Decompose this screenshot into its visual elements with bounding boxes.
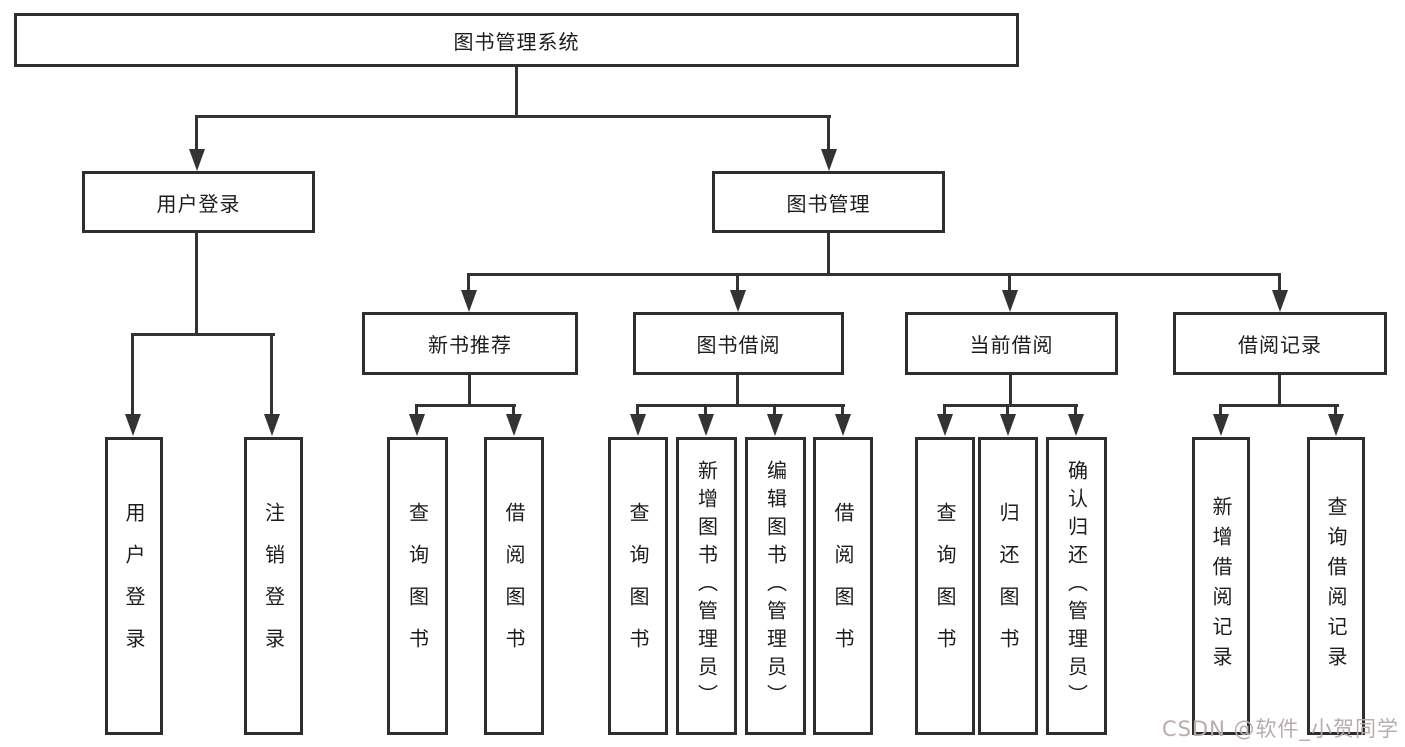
node-label: 图书管理 — [786, 191, 871, 216]
connector-leaf — [415, 404, 418, 416]
leaf-label: 新增图书（管理员） — [694, 460, 719, 712]
leaf-label: 归还图书 — [996, 502, 1020, 670]
node-label: 借阅记录 — [1238, 333, 1322, 357]
connector-current-borrowing-elbow — [943, 404, 1078, 407]
connector-to-book-management — [827, 115, 830, 151]
connector-to-new-book — [467, 273, 470, 291]
arrowhead-current-borrowing — [1002, 290, 1018, 312]
connector-to-borrowing-records — [1278, 273, 1281, 291]
connector-level1-elbow — [195, 115, 831, 118]
node-label: 图书管理系统 — [453, 29, 580, 54]
node-label: 用户登录 — [156, 191, 241, 216]
leaf-edit-books-admin: 编辑图书（管理员） — [745, 437, 806, 735]
connector-root-stem — [515, 67, 518, 117]
arrowhead-leaf — [1328, 414, 1344, 436]
leaf-label: 借阅图书 — [831, 502, 855, 670]
node-new-book-recommendation: 新书推荐 — [362, 312, 578, 375]
leaf-query-books-recommend: 查询图书 — [387, 437, 448, 735]
node-book-management-system: 图书管理系统 — [14, 13, 1019, 67]
connector-to-leaf-user-login — [131, 333, 134, 416]
leaf-query-borrow-record: 查询借阅记录 — [1307, 437, 1365, 735]
arrowhead-user-login — [189, 149, 205, 171]
leaf-label: 查询借阅记录 — [1324, 496, 1348, 676]
connector-leaf — [1006, 404, 1009, 416]
leaf-label: 查询图书 — [626, 502, 650, 670]
connector-book-borrowing-elbow — [636, 404, 845, 407]
leaf-label: 借阅图书 — [502, 502, 526, 670]
leaf-label: 确认归还（管理员） — [1064, 460, 1089, 712]
leaf-add-books-admin: 新增图书（管理员） — [676, 437, 737, 735]
arrowhead-book-management — [821, 149, 837, 171]
connector-current-borrowing-stem — [1009, 375, 1012, 406]
connector-leaf — [1074, 404, 1077, 416]
node-label: 新书推荐 — [428, 333, 512, 357]
connector-leaf — [943, 404, 946, 416]
leaf-logout: 注销登录 — [244, 437, 303, 735]
connector-book-borrowing-stem — [736, 375, 739, 406]
connector-book-management-stem — [827, 233, 830, 275]
connector-leaf — [1219, 404, 1222, 416]
connector-new-book-stem — [468, 375, 471, 406]
leaf-add-borrow-record: 新增借阅记录 — [1192, 437, 1250, 735]
node-label: 当前借阅 — [969, 333, 1054, 357]
leaf-return-books: 归还图书 — [978, 437, 1038, 735]
connector-leaf — [512, 404, 515, 416]
leaf-label: 编辑图书（管理员） — [763, 460, 788, 712]
arrowhead-leaf-user-login — [125, 414, 141, 436]
connector-borrowing-records-elbow — [1219, 404, 1339, 407]
arrowhead-leaf — [506, 414, 522, 436]
leaf-borrow-books-borrowing: 借阅图书 — [813, 437, 873, 735]
arrowhead-leaf — [630, 414, 646, 436]
arrowhead-leaf — [835, 414, 851, 436]
leaf-query-books-current: 查询图书 — [915, 437, 975, 735]
arrowhead-leaf — [409, 414, 425, 436]
node-user-login: 用户登录 — [82, 171, 315, 233]
leaf-label: 用户登录 — [122, 502, 146, 670]
arrowhead-leaf — [1000, 414, 1016, 436]
leaf-label: 注销登录 — [261, 502, 286, 670]
arrowhead-leaf — [698, 414, 714, 436]
connector-level3-elbow — [467, 273, 1281, 276]
connector-to-current-borrowing — [1008, 273, 1011, 291]
connector-leaf — [1334, 404, 1337, 416]
connector-leaf — [704, 404, 707, 416]
connector-to-book-borrowing — [736, 273, 739, 291]
connector-to-user-login — [195, 115, 198, 151]
connector-leaf — [841, 404, 844, 416]
arrowhead-leaf — [1213, 414, 1229, 436]
arrowhead-leaf — [937, 414, 953, 436]
arrowhead-book-borrowing — [730, 290, 746, 312]
connector-user-login-stem — [195, 233, 198, 335]
leaf-query-books-borrowing: 查询图书 — [608, 437, 668, 735]
leaf-label: 查询图书 — [933, 502, 957, 670]
arrowhead-leaf-logout — [264, 414, 280, 436]
connector-leaf — [636, 404, 639, 416]
watermark: CSDN @软件_小贺同学 — [1161, 717, 1399, 741]
arrowhead-borrowing-records — [1272, 290, 1288, 312]
arrowhead-leaf — [1068, 414, 1084, 436]
leaf-label: 查询图书 — [405, 502, 430, 670]
node-current-borrowing: 当前借阅 — [905, 312, 1118, 375]
leaf-user-login: 用户登录 — [105, 437, 163, 735]
node-label: 图书借阅 — [696, 333, 781, 357]
connector-borrowing-records-stem — [1278, 375, 1281, 406]
connector-leaf — [773, 404, 776, 416]
leaf-confirm-return-admin: 确认归还（管理员） — [1046, 437, 1107, 735]
connector-to-leaf-logout — [270, 333, 273, 416]
arrowhead-leaf — [767, 414, 783, 436]
leaf-borrow-books-recommend: 借阅图书 — [484, 437, 544, 735]
arrowhead-new-book — [461, 290, 477, 312]
leaf-label: 新增借阅记录 — [1209, 496, 1233, 676]
connector-new-book-elbow — [415, 404, 516, 407]
node-book-borrowing: 图书借阅 — [633, 312, 844, 375]
node-borrowing-records: 借阅记录 — [1173, 312, 1387, 375]
node-book-management: 图书管理 — [712, 171, 945, 233]
connector-user-login-elbow — [131, 333, 275, 336]
